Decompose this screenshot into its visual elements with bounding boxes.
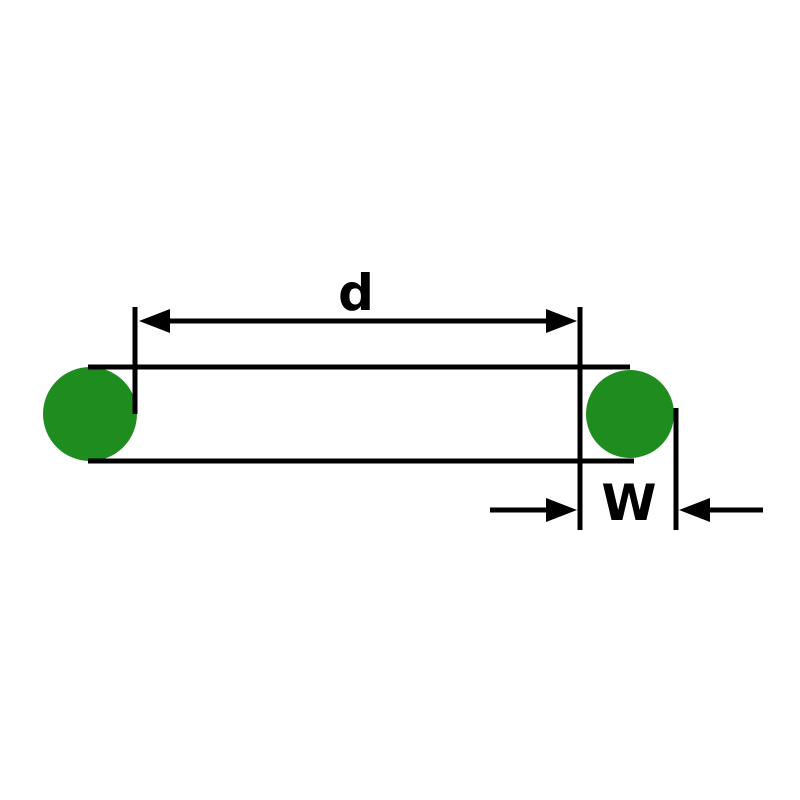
- w-arrowhead-left-icon: [546, 498, 577, 522]
- oring-right-cross-section-circle: [586, 370, 674, 458]
- w-dimension-label: W: [601, 474, 656, 532]
- d-arrowhead-right-icon: [546, 309, 577, 333]
- oring-left-cross-section-circle: [43, 367, 137, 461]
- d-dimension-label: d: [338, 264, 374, 322]
- d-arrowhead-left-icon: [139, 309, 170, 333]
- w-arrowhead-right-icon: [679, 498, 710, 522]
